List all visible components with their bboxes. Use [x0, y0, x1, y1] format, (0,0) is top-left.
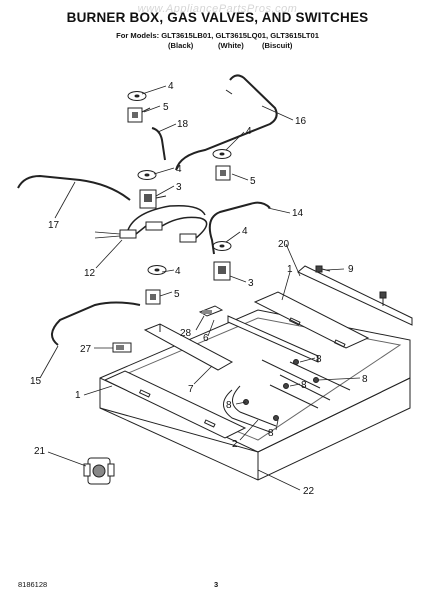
callout-2: 2	[232, 439, 238, 450]
callout-12: 12	[84, 268, 96, 279]
gas-tube-17	[17, 174, 131, 201]
switch-5b	[215, 165, 231, 181]
grommet-4d	[212, 241, 232, 251]
callout-4b: 4	[246, 126, 252, 137]
grommet-4b	[212, 149, 232, 159]
callout-8c: 8	[362, 374, 368, 385]
callout-18: 18	[177, 119, 189, 130]
callout-15: 15	[30, 376, 42, 387]
callout-1b: 1	[75, 390, 81, 401]
callout-7: 7	[188, 384, 194, 395]
callout-21: 21	[34, 446, 46, 457]
gas-tube-15	[51, 301, 141, 346]
callout-6: 6	[203, 333, 209, 344]
color-label-biscuit: (Biscuit)	[262, 41, 293, 50]
callout-3a: 3	[176, 182, 182, 193]
part-number: 8186128	[18, 580, 48, 589]
callout-27: 27	[80, 344, 92, 355]
callout-14: 14	[292, 208, 304, 219]
switch-5a	[127, 107, 151, 123]
rear-panel-strip	[297, 265, 413, 326]
gas-valve-3a	[139, 189, 167, 209]
spark-module-27	[112, 342, 132, 353]
switch-5c	[145, 289, 161, 305]
grommet-4c	[137, 170, 157, 180]
burner-rail-front	[103, 370, 247, 439]
callout-8a: 8	[316, 354, 322, 365]
watermark: www.AppliancePartsPros.com	[137, 3, 298, 15]
bracket-assembly	[198, 305, 319, 363]
color-label-black: (Black)	[168, 41, 194, 50]
page-number: 3	[214, 580, 219, 589]
callout-4a: 4	[168, 81, 174, 92]
leader-lines	[39, 85, 361, 491]
wire-harness-12	[94, 204, 208, 243]
grommet-4a	[127, 91, 147, 101]
callout-5b: 5	[250, 176, 256, 187]
gas-tube-14	[208, 201, 271, 255]
color-label-white: (White)	[218, 41, 244, 50]
callout-4d: 4	[242, 226, 248, 237]
callout-8b: 8	[301, 380, 307, 391]
pressure-regulator-21	[83, 457, 115, 485]
callout-20: 20	[278, 239, 290, 250]
callout-28: 28	[180, 328, 192, 339]
callout-4c: 4	[176, 164, 182, 175]
callout-9: 9	[348, 264, 354, 275]
callout-4e: 4	[175, 266, 181, 277]
callout-8d: 8	[226, 400, 232, 411]
gas-tube-18	[151, 127, 166, 161]
callout-16: 16	[295, 116, 307, 127]
callout-3b: 3	[248, 278, 254, 289]
callout-1a: 1	[287, 264, 293, 275]
callout-5a: 5	[163, 102, 169, 113]
gas-valve-3b	[213, 261, 231, 281]
callout-5c: 5	[174, 289, 180, 300]
callout-22: 22	[303, 486, 315, 497]
center-brace	[143, 323, 234, 371]
grommet-4e	[147, 265, 167, 275]
page-title: BURNER BOX, GAS VALVES, AND SWITCHES	[66, 10, 369, 25]
callout-17: 17	[48, 220, 60, 231]
models-line: For Models: GLT3615LB01, GLT3615LQ01, GL…	[116, 31, 319, 40]
callout-8e: 8	[268, 428, 274, 439]
burner-rail-back	[253, 291, 370, 349]
gas-tube-16	[175, 74, 278, 171]
burner-tube-assembly	[223, 359, 351, 433]
callout-labels: 4 5 18 16 4 5 4 3 17 14 4 20 12 3 9 1 4 …	[30, 81, 368, 497]
